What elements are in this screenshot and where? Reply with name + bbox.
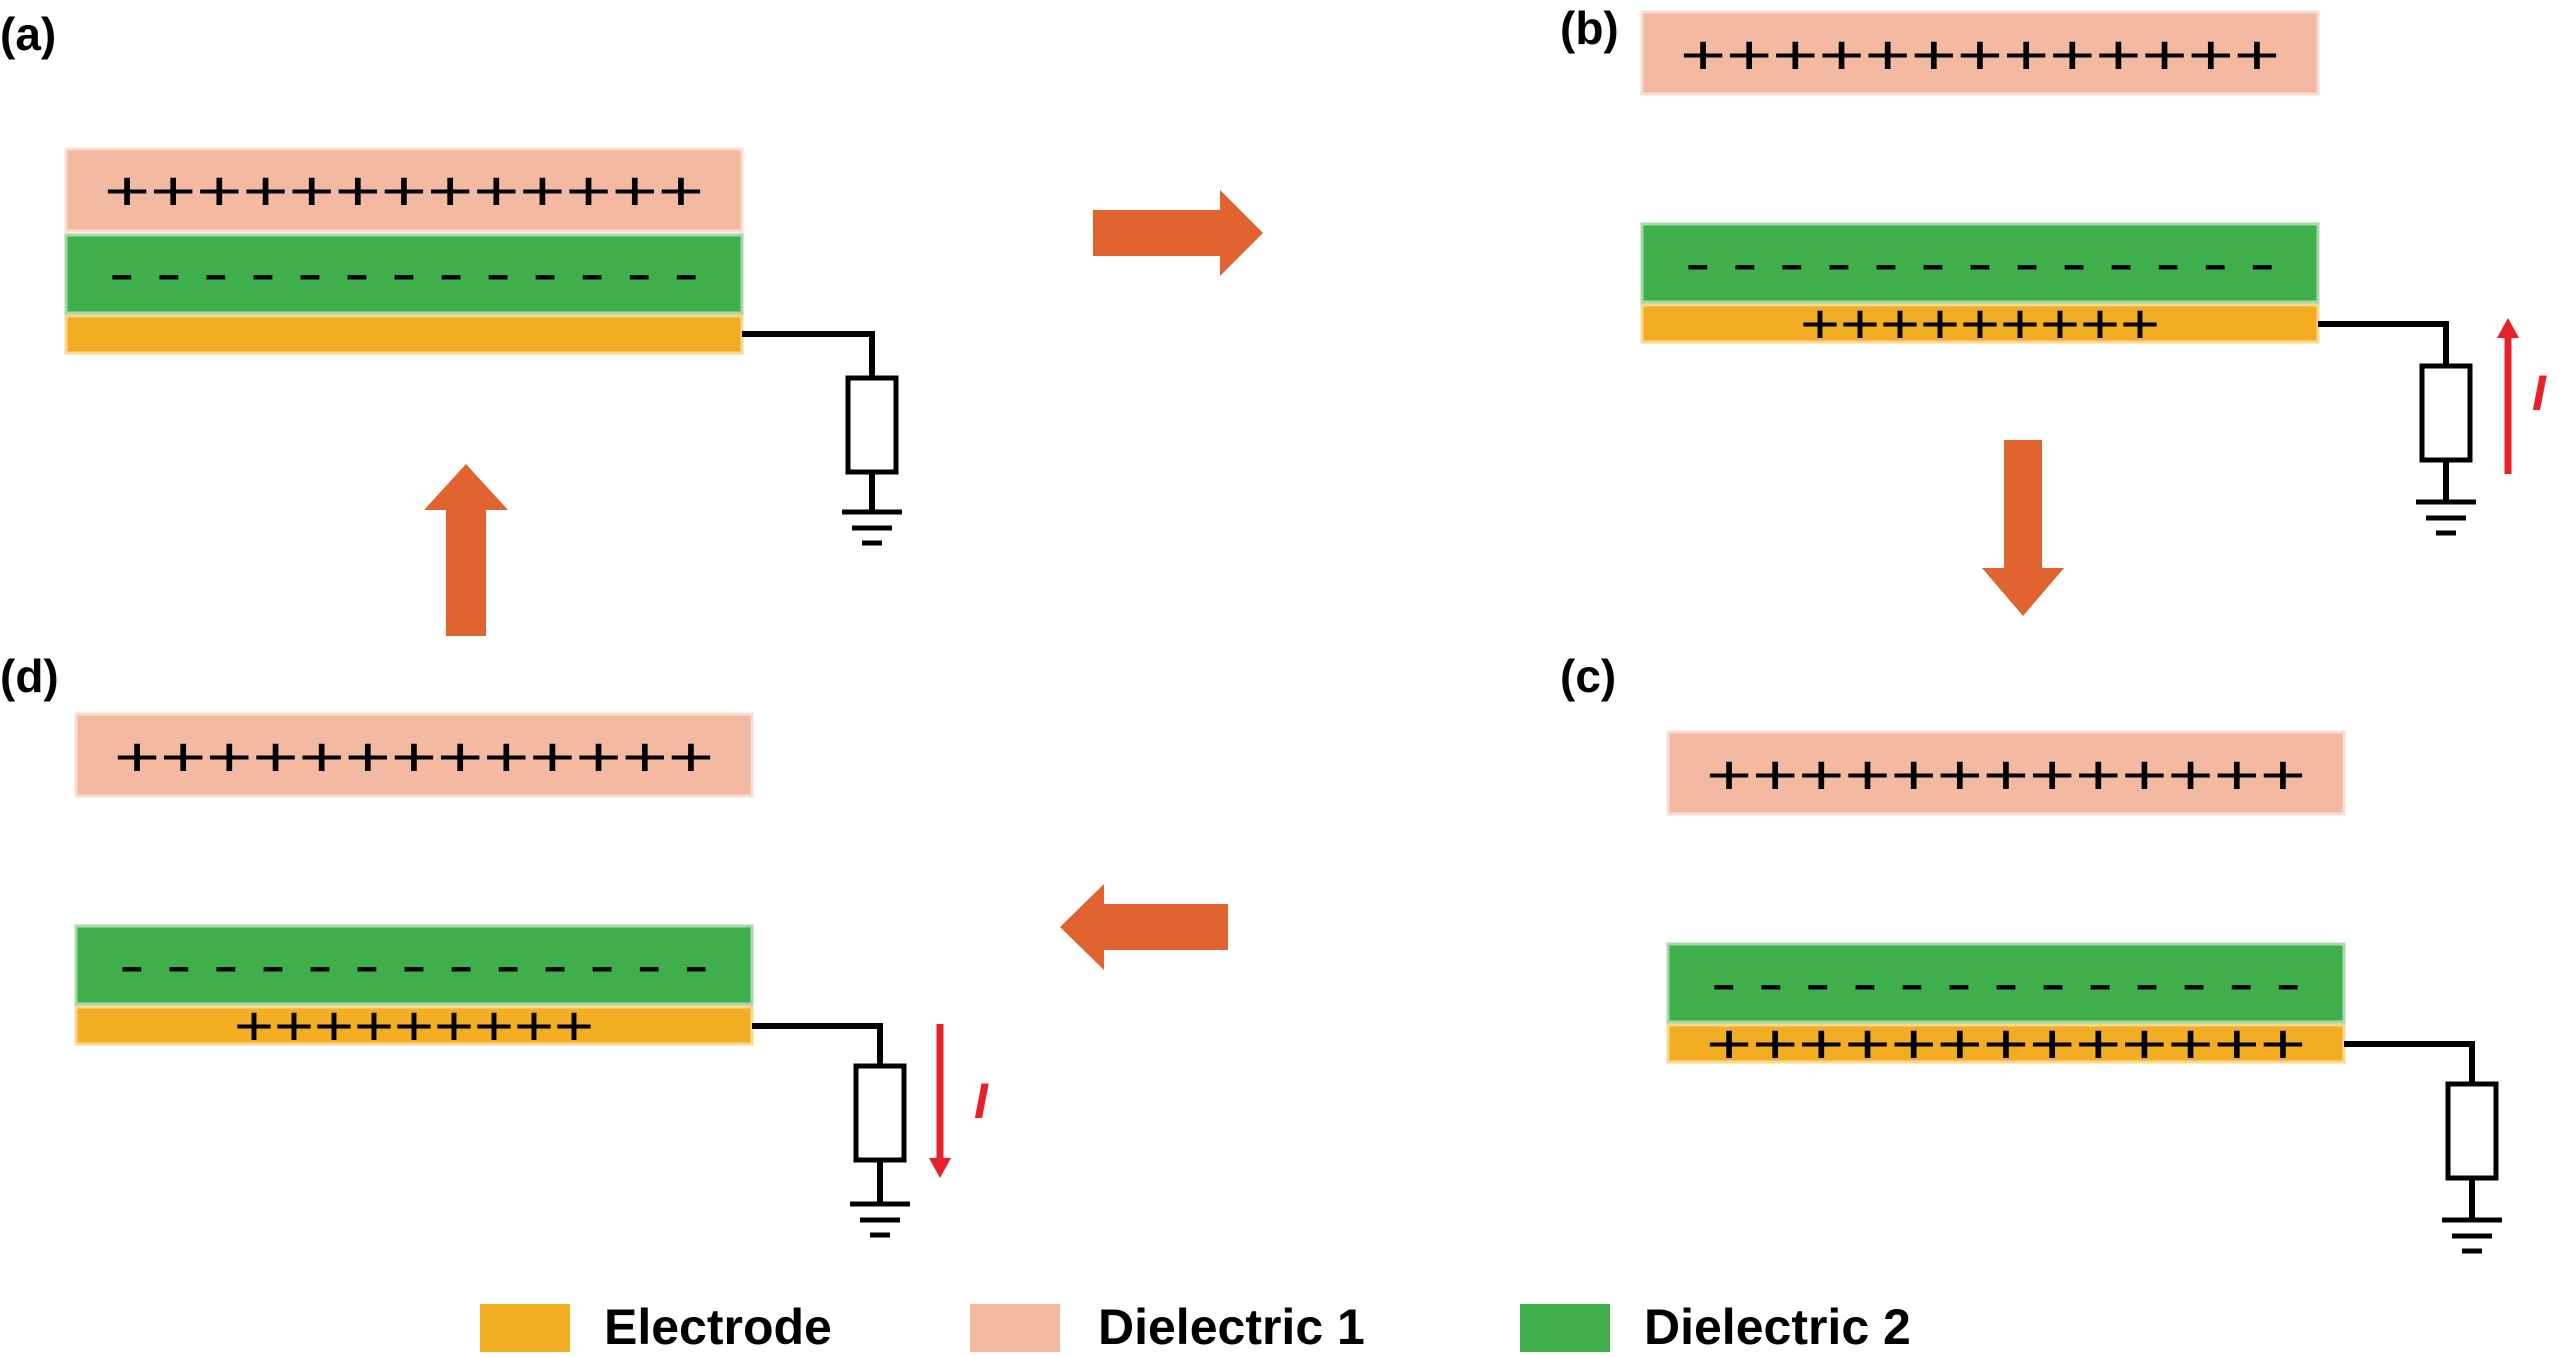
panel-c-resistor (2445, 1081, 2499, 1181)
panel-b-electrode-charges: +++++++++ (1800, 292, 2160, 355)
panel-b-dielectric-2 (1640, 222, 2320, 304)
panel-b-dielectric-2-charges: - - - - - - - - - - - - - (1685, 231, 2275, 294)
panel-d-ground-icon (850, 1201, 910, 1238)
panel-b-dielectric-1 (1640, 10, 2320, 96)
panel-d-dielectric-2-charges: - - - - - - - - - - - - - (119, 933, 709, 996)
panel-d-dielectric-1 (74, 712, 754, 798)
panel-c-circuit (2344, 1041, 2502, 1254)
legend-dielectric-1-label: Dielectric 1 (1098, 1299, 1365, 1355)
panel-a-label: (a) (0, 8, 56, 60)
panel-d-current-arrow-down (929, 1024, 951, 1178)
panel-c-dielectric-1-charges: +++++++++++++ (1706, 743, 2306, 806)
panel-a: (a) +++++++++++++ - - - - - - - - - - - … (0, 8, 902, 546)
legend-dielectric-2-label: Dielectric 2 (1644, 1299, 1911, 1355)
panel-d-electrode (74, 1005, 754, 1046)
panel-b-current-label: I (2532, 365, 2547, 421)
panel-b-current-arrow-up (2497, 318, 2519, 474)
panel-b-circuit (2318, 321, 2476, 536)
panel-a-circuit (742, 331, 902, 546)
panel-a-resistor (845, 375, 899, 475)
flow-arrow-left (1060, 884, 1228, 970)
panel-d-resistor (853, 1063, 907, 1163)
panel-b-ground-icon (2416, 499, 2476, 536)
flow-arrow-up (424, 464, 508, 636)
panel-c-label: (c) (1560, 650, 1616, 702)
panel-c-electrode-charges: +++++++++++++ (1706, 1012, 2306, 1075)
panel-c-dielectric-2-charges: - - - - - - - - - - - - - (1711, 951, 2301, 1014)
panel-c: (c) +++++++++++++ - - - - - - - - - - - … (1560, 650, 2502, 1254)
flow-arrow-down (1982, 440, 2064, 616)
panel-b-resistor (2419, 363, 2473, 463)
flow-arrow-right (1093, 190, 1263, 276)
panel-c-ground-icon (2442, 1217, 2502, 1254)
panel-d-electrode-charges: +++++++++ (234, 994, 594, 1057)
panel-d-label: (d) (0, 650, 59, 702)
panel-c-dielectric-2 (1666, 942, 2346, 1024)
panel-b: (b) +++++++++++++ - - - - - - - - - - - … (1560, 2, 2547, 536)
panel-d-dielectric-1-charges: +++++++++++++ (114, 725, 714, 788)
panel-a-dielectric-1-charges: +++++++++++++ (104, 159, 704, 222)
panel-d-current-label: I (974, 1073, 989, 1129)
panel-b-label: (b) (1560, 2, 1619, 54)
panel-d: (d) +++++++++++++ - - - - - - - - - - - … (0, 650, 989, 1238)
panel-a-dielectric-2 (64, 233, 744, 315)
panel-c-dielectric-1 (1666, 730, 2346, 816)
panel-d-circuit (752, 1023, 910, 1238)
legend-dielectric-2-swatch (1520, 1304, 1610, 1352)
panel-d-dielectric-2 (74, 924, 754, 1006)
legend-dielectric-1-swatch (970, 1304, 1060, 1352)
legend: Electrode Dielectric 1 Dielectric 2 (480, 1299, 1911, 1355)
panel-a-electrode (64, 314, 744, 355)
panel-a-dielectric-2-charges: - - - - - - - - - - - - - (109, 241, 699, 304)
legend-electrode-swatch (480, 1304, 570, 1352)
legend-electrode-label: Electrode (604, 1299, 832, 1355)
panel-a-ground-icon (842, 509, 902, 546)
panel-a-dielectric-1 (64, 147, 744, 233)
panel-b-dielectric-1-charges: +++++++++++++ (1680, 23, 2280, 86)
